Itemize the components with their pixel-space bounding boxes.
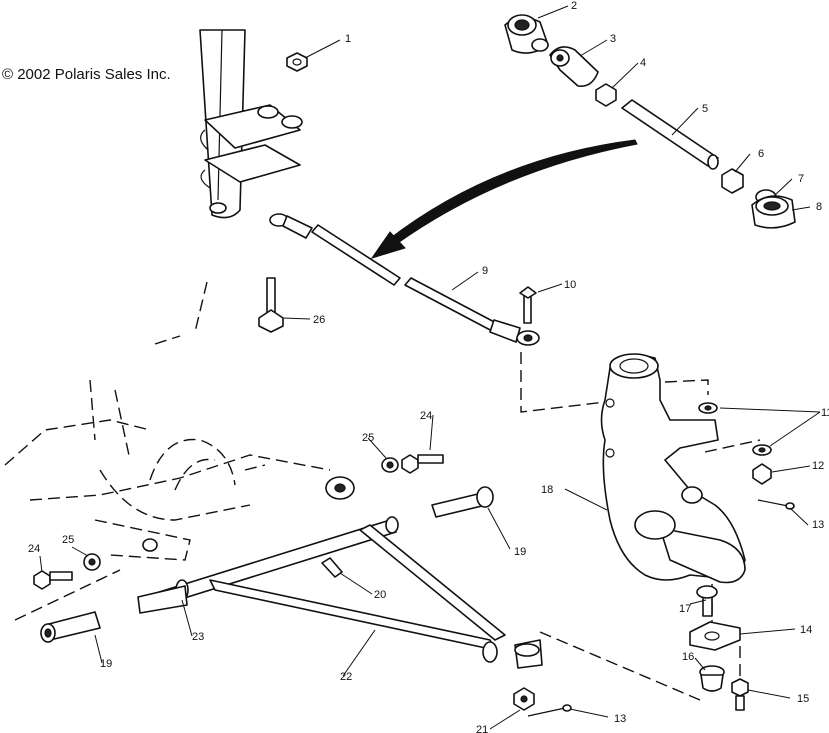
jam-nut-4 bbox=[595, 83, 617, 107]
jam-nut-6 bbox=[721, 168, 744, 194]
callout-18: 18 bbox=[541, 484, 553, 496]
dashed-guide-tierod bbox=[520, 352, 606, 413]
dashed-guide-spindle-right bbox=[664, 379, 709, 395]
washer-11a bbox=[698, 402, 718, 414]
rod-end-8 bbox=[751, 195, 796, 229]
frame-bushing-right bbox=[325, 476, 355, 500]
callout-25-lower: 25 bbox=[62, 534, 74, 546]
callout-labels: 1 2 3 4 5 6 7 8 9 10 26 11 12 13 18 24 2… bbox=[28, 0, 829, 733]
callout-5: 5 bbox=[702, 103, 708, 115]
dashed-guide-upper bbox=[194, 281, 208, 333]
plate-14 bbox=[689, 621, 741, 651]
grease-fitting-20 bbox=[321, 557, 343, 578]
bushing-23 bbox=[137, 585, 188, 614]
bushing-19-upper bbox=[431, 486, 494, 518]
washer-11b bbox=[752, 444, 772, 456]
bolt-24-lower bbox=[33, 570, 73, 590]
callout-25-upper: 25 bbox=[362, 432, 374, 444]
rod-end-3 bbox=[549, 46, 599, 88]
bolt-24-upper bbox=[401, 454, 444, 474]
a-arm-22 bbox=[139, 516, 543, 669]
dashed-guide-balljoint bbox=[539, 631, 701, 701]
callout-22: 22 bbox=[340, 671, 352, 683]
ball-joint-16 bbox=[699, 665, 725, 692]
callout-9: 9 bbox=[482, 265, 488, 277]
callout-10: 10 bbox=[564, 279, 576, 291]
rod-end-bushing-2 bbox=[504, 14, 549, 54]
frame-outline bbox=[4, 379, 331, 621]
callout-23: 23 bbox=[192, 631, 204, 643]
tie-rod-5 bbox=[621, 99, 719, 170]
callout-20: 20 bbox=[374, 589, 386, 601]
callout-13-lower: 13 bbox=[614, 713, 626, 725]
callout-1: 1 bbox=[345, 33, 351, 45]
dashed-guide-left bbox=[154, 335, 181, 345]
nut-21 bbox=[513, 687, 535, 711]
nut-part-1 bbox=[286, 52, 308, 72]
spindle-18 bbox=[600, 353, 746, 584]
callout-12: 12 bbox=[812, 460, 824, 472]
callout-13-upper: 13 bbox=[812, 519, 824, 531]
bolt-10 bbox=[519, 286, 537, 324]
callout-2: 2 bbox=[571, 0, 577, 12]
callout-16: 16 bbox=[682, 651, 694, 663]
callout-8: 8 bbox=[816, 201, 822, 213]
callout-17: 17 bbox=[679, 603, 691, 615]
cotter-pin-13b bbox=[527, 704, 572, 717]
callout-15: 15 bbox=[797, 693, 809, 705]
leader-lines bbox=[39, 5, 821, 730]
nut-12 bbox=[752, 463, 772, 485]
callout-11: 11 bbox=[821, 407, 829, 419]
bolt-17 bbox=[696, 585, 718, 617]
callout-24-upper: 24 bbox=[420, 410, 432, 422]
washer-25-lower bbox=[83, 553, 101, 571]
callout-4: 4 bbox=[640, 57, 646, 69]
steering-post bbox=[199, 29, 303, 219]
callout-19-upper: 19 bbox=[514, 546, 526, 558]
callout-21: 21 bbox=[476, 724, 488, 733]
bolt-26 bbox=[258, 277, 284, 333]
copyright-text: © 2002 Polaris Sales Inc. bbox=[2, 66, 171, 83]
callout-26: 26 bbox=[313, 314, 325, 326]
washer-25-upper bbox=[381, 457, 399, 473]
callout-6: 6 bbox=[758, 148, 764, 160]
cotter-pin-13a bbox=[757, 499, 795, 510]
callout-19-lower: 19 bbox=[100, 658, 112, 670]
frame-bushing-left bbox=[142, 538, 158, 552]
callout-3: 3 bbox=[610, 33, 616, 45]
dashed-guide-spindle-lower bbox=[704, 439, 761, 453]
direction-arrow bbox=[370, 139, 638, 259]
bolt-15 bbox=[731, 678, 749, 711]
tie-rod-9 bbox=[269, 213, 540, 346]
callout-14: 14 bbox=[800, 624, 812, 636]
callout-7: 7 bbox=[798, 173, 804, 185]
bushing-19-lower bbox=[40, 611, 101, 643]
callout-24-lower: 24 bbox=[28, 543, 40, 555]
